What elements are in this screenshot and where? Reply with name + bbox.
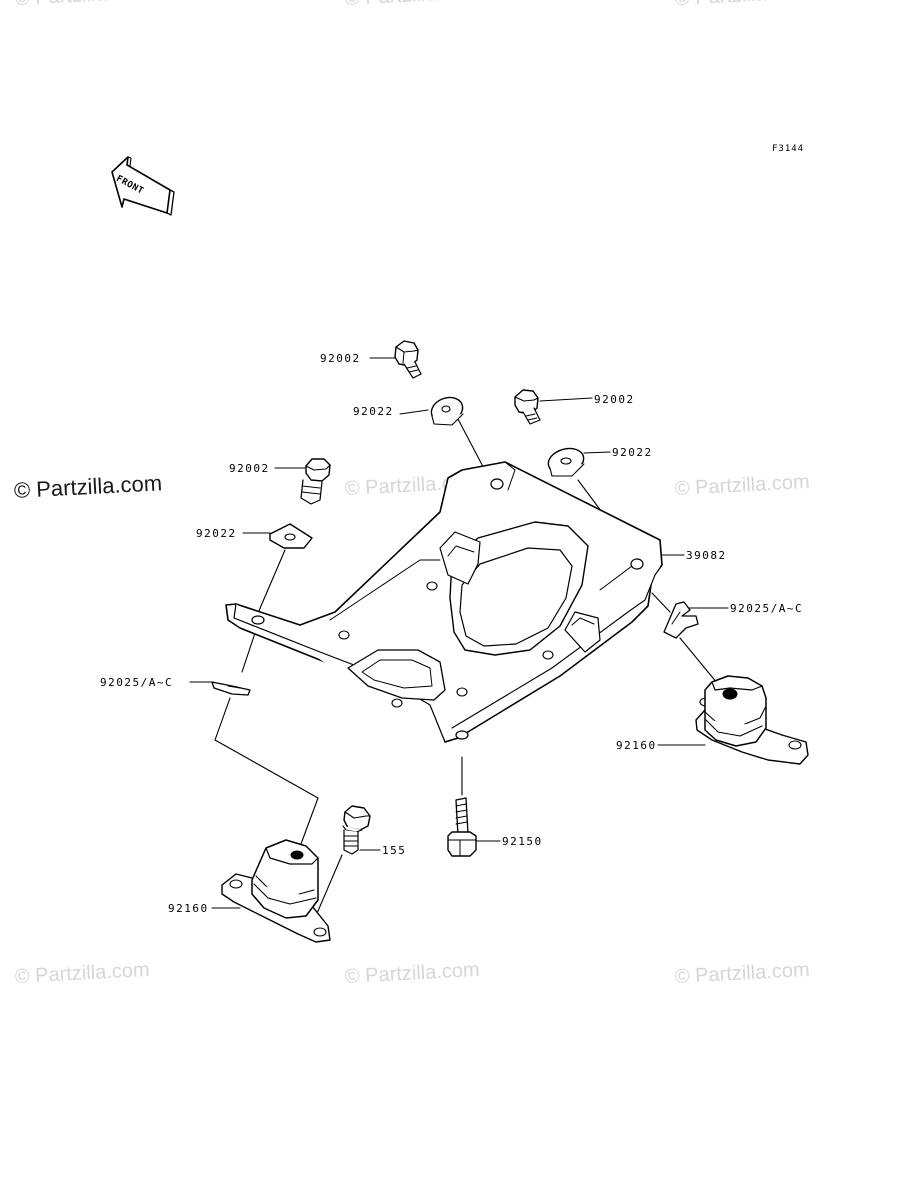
part-label-92025-left[interactable]: 92025/A~C	[100, 676, 174, 689]
part-label-92150[interactable]: 92150	[502, 835, 543, 848]
front-arrow-icon	[111, 156, 175, 216]
part-label-92160-right[interactable]: 92160	[616, 739, 657, 752]
part-label-155[interactable]: 155	[382, 844, 407, 857]
bolt-92002-right	[514, 389, 541, 425]
skid-plate-39082	[225, 461, 663, 743]
part-label-92022-left[interactable]: 92022	[196, 527, 237, 540]
washer-92022-right	[547, 447, 585, 477]
washer-92022-top	[430, 396, 464, 426]
clip-92025-right	[663, 601, 699, 639]
part-label-92002-top[interactable]: 92002	[320, 352, 361, 365]
part-label-92022-right[interactable]: 92022	[612, 446, 653, 459]
part-label-92025-right[interactable]: 92025/A~C	[730, 602, 804, 615]
engine-mount-92160-left	[221, 839, 331, 943]
figure-code: F3144	[772, 144, 805, 154]
part-label-92160-left[interactable]: 92160	[168, 902, 209, 915]
part-label-92002-left[interactable]: 92002	[229, 462, 270, 475]
bolt-92002-left	[300, 458, 331, 505]
engine-mount-92160-right	[695, 675, 809, 765]
part-label-92002-right[interactable]: 92002	[594, 393, 635, 406]
part-label-92022-top[interactable]: 92022	[353, 405, 394, 418]
clip-92025-left	[211, 681, 251, 696]
bolt-92150	[447, 797, 477, 857]
part-label-39082[interactable]: 39082	[686, 549, 727, 562]
bolt-92002-top	[394, 340, 422, 379]
bolt-155	[342, 805, 371, 855]
washer-92022-left	[269, 523, 313, 549]
